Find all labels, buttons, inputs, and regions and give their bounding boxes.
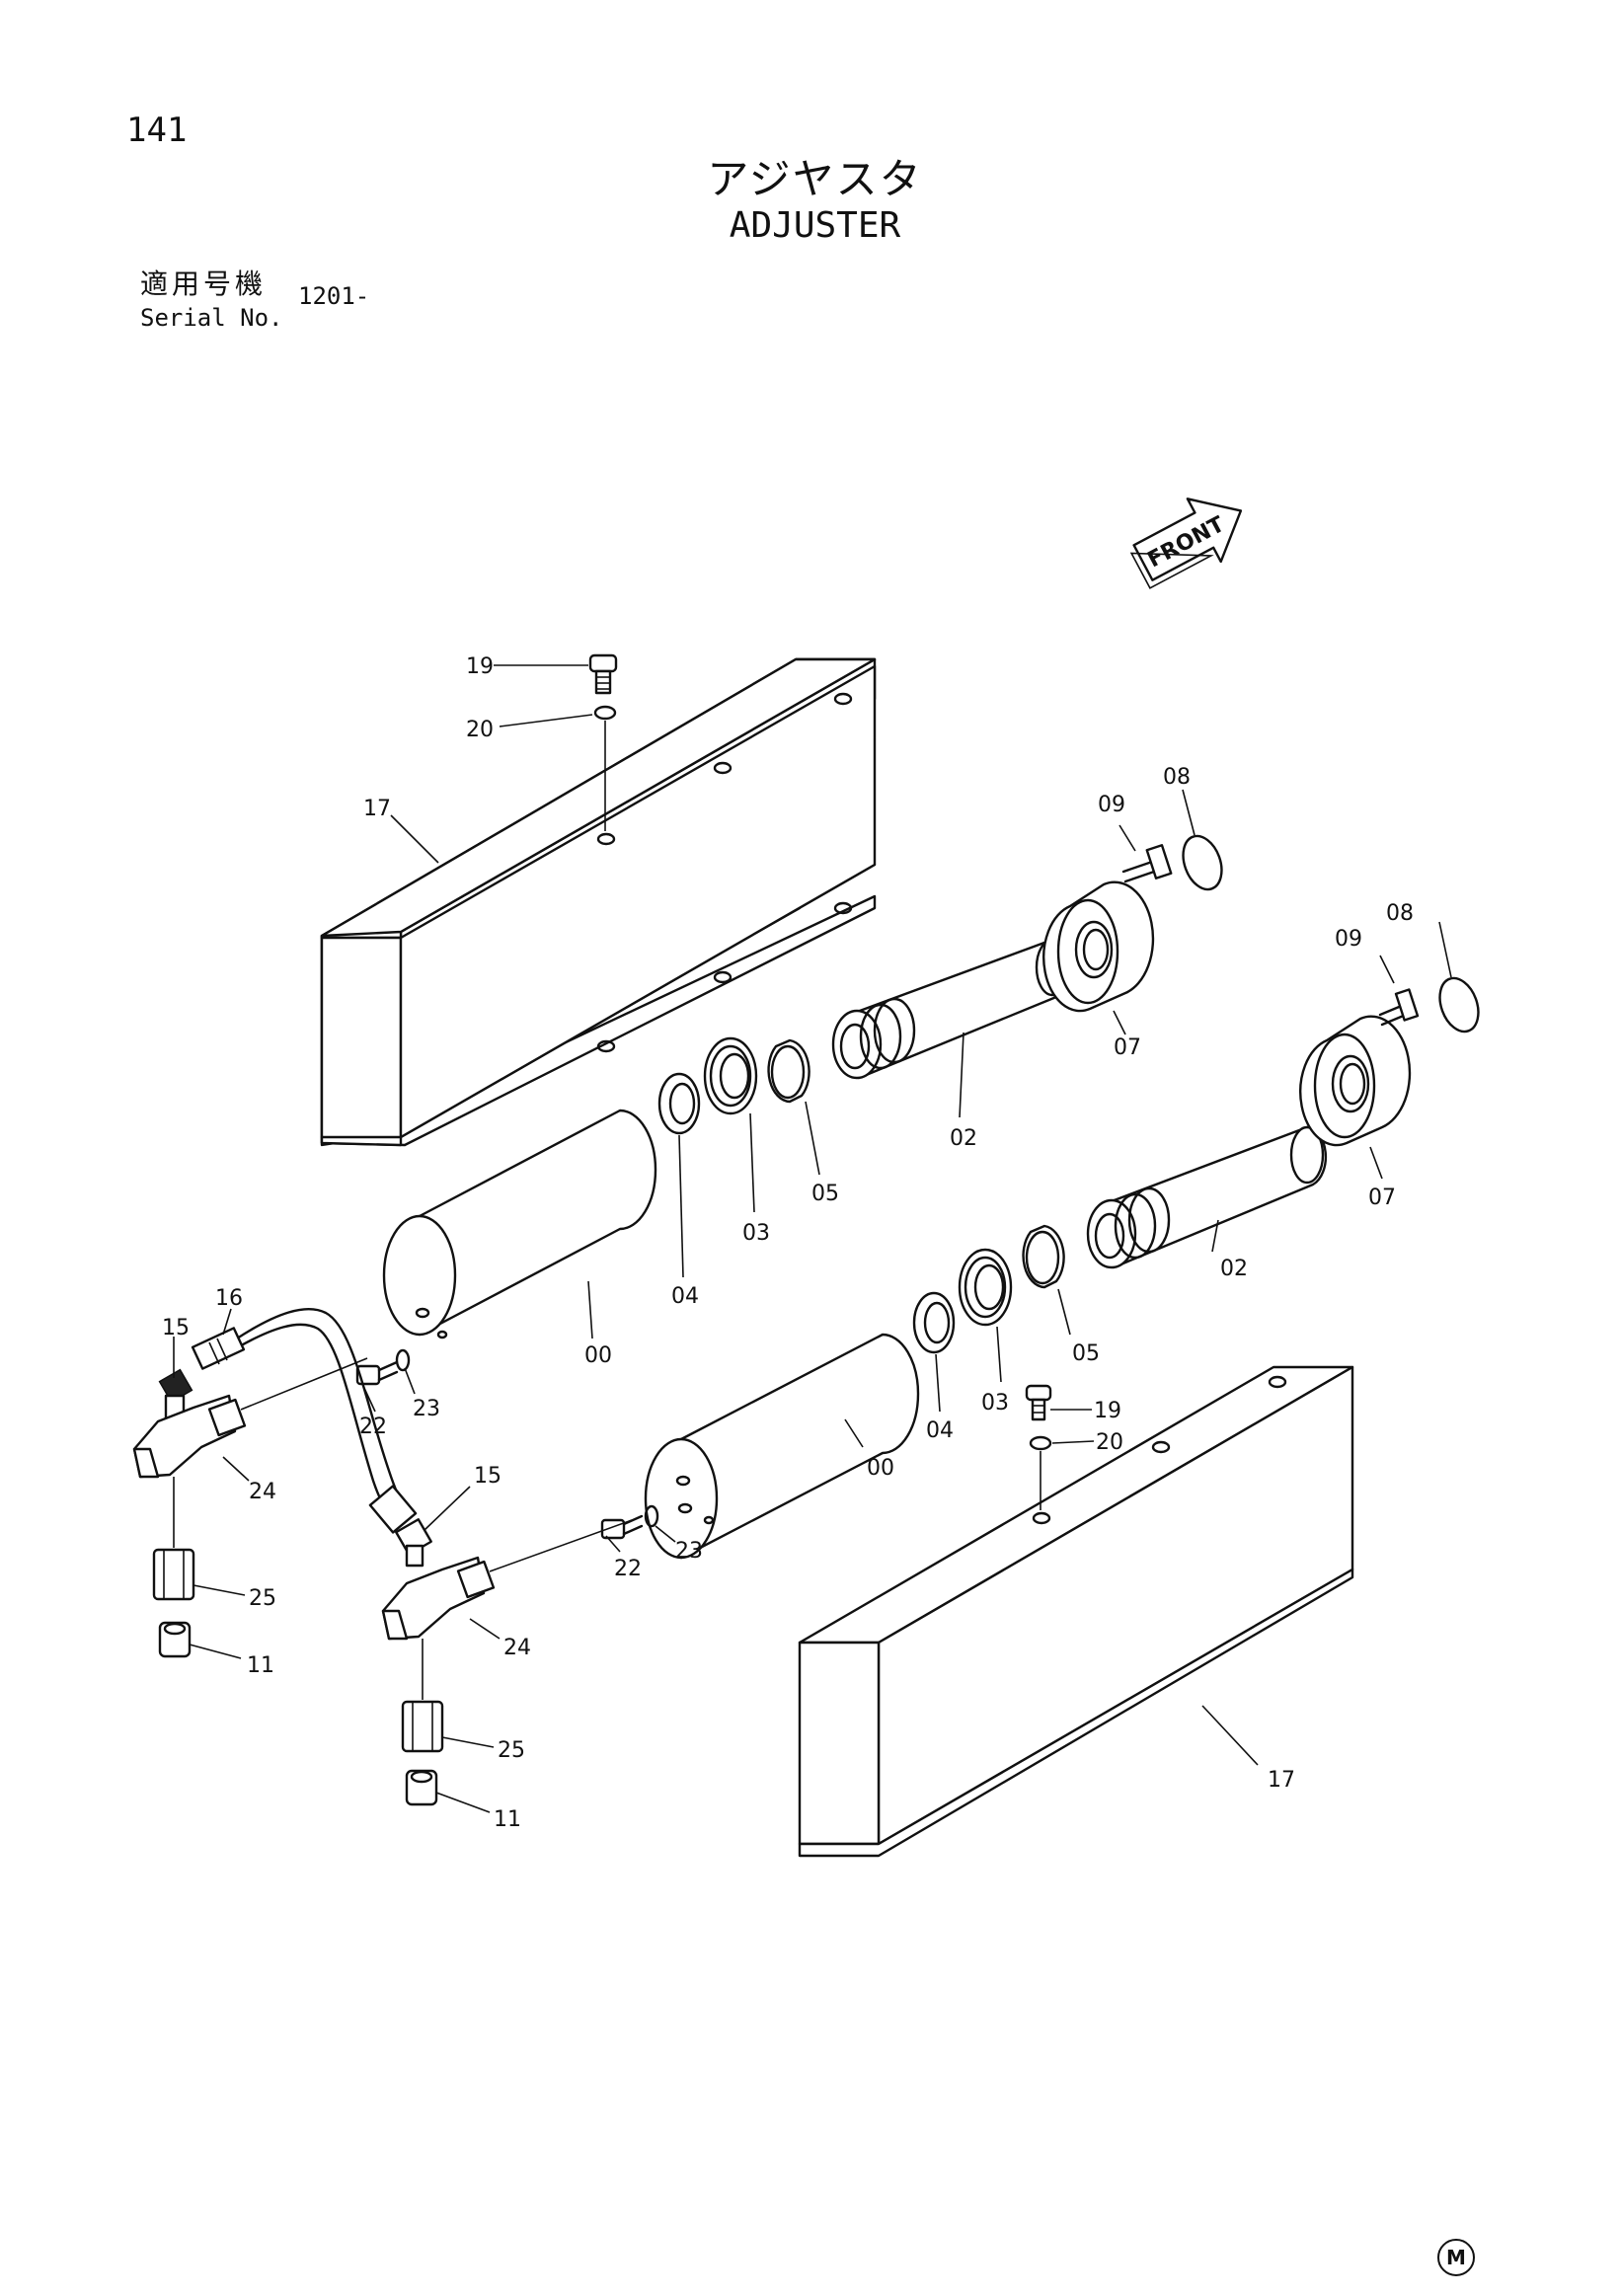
callout-24: 24 (503, 1636, 531, 1660)
upper-channel-bracket (320, 657, 877, 1147)
callout-05: 05 (811, 1182, 839, 1206)
upper-bolt-19 (588, 653, 618, 831)
front-arrow: FRONT (1129, 497, 1243, 589)
callout-17: 17 (363, 797, 391, 821)
title-english: ADJUSTER (729, 205, 901, 246)
callout-04: 04 (926, 1418, 954, 1443)
callout-00: 00 (584, 1343, 612, 1368)
lower-plug-11 (405, 1769, 438, 1806)
upper-packing-03 (703, 1036, 758, 1115)
hose-16 (191, 1308, 418, 1534)
lower-nut-25 (401, 1639, 444, 1753)
callout-08: 08 (1163, 765, 1191, 790)
lower-elbow-15 (395, 1518, 432, 1568)
callout-25: 25 (249, 1586, 276, 1611)
title-japanese: アジヤスタ (707, 155, 923, 203)
upper-bolt-22 (355, 1348, 411, 1386)
callout-17: 17 (1268, 1768, 1295, 1793)
callout-11: 11 (247, 1653, 274, 1678)
callout-16: 16 (215, 1286, 243, 1311)
upper-cylinder-00 (382, 1109, 657, 1339)
callout-02: 02 (950, 1126, 977, 1151)
upper-plug-11 (158, 1621, 192, 1658)
lower-flange-07 (1299, 1015, 1412, 1147)
callout-22: 22 (614, 1557, 642, 1581)
callout-03: 03 (742, 1221, 770, 1246)
leader-lines (173, 664, 1452, 1813)
serial-value: 1201- (298, 282, 370, 310)
lower-seal-04 (912, 1291, 956, 1354)
lower-bolt-19 (1025, 1384, 1052, 1510)
upper-ring-05 (767, 1038, 810, 1104)
callout-07: 07 (1114, 1035, 1141, 1060)
upper-flange-07 (1042, 880, 1155, 1013)
lower-oring-08 (1438, 976, 1480, 1033)
callout-20: 20 (1096, 1430, 1123, 1455)
callout-20: 20 (466, 718, 494, 742)
callout-09: 09 (1335, 927, 1362, 952)
lower-cylinder-00 (644, 1333, 920, 1560)
callout-24: 24 (249, 1480, 276, 1504)
lower-bolt-22 (600, 1504, 659, 1540)
upper-oring-08 (1182, 834, 1223, 891)
callout-02: 02 (1220, 1257, 1248, 1281)
lower-rod-02 (1086, 1125, 1328, 1269)
callout-15: 15 (162, 1316, 190, 1340)
callout-labels: 19 20 17 09 08 07 02 05 03 04 00 09 08 0… (162, 654, 1414, 1832)
callout-03: 03 (981, 1391, 1009, 1416)
upper-seal-04 (657, 1072, 701, 1135)
lower-bolt-09 (1378, 988, 1420, 1027)
serial-label-japanese: 適用号機 (140, 268, 268, 300)
lower-ring-05 (1022, 1224, 1065, 1289)
callout-00: 00 (867, 1456, 894, 1481)
callout-22: 22 (359, 1415, 387, 1439)
lower-fitting-24 (381, 1519, 633, 1641)
serial-label-english: Serial No. (140, 304, 283, 332)
lower-packing-03 (958, 1248, 1013, 1327)
callout-11: 11 (494, 1807, 521, 1832)
callout-23: 23 (413, 1397, 440, 1421)
callout-07: 07 (1368, 1186, 1396, 1210)
upper-nut-25 (152, 1477, 195, 1601)
lower-channel-bracket (798, 1365, 1354, 1858)
upper-rod-02 (831, 938, 1071, 1080)
page-number: 141 (126, 111, 188, 150)
upper-bolt-09 (1121, 844, 1173, 883)
upper-fitting-24 (132, 1357, 368, 1479)
callout-25: 25 (498, 1738, 525, 1763)
callout-09: 09 (1098, 793, 1125, 817)
callout-15: 15 (474, 1464, 501, 1489)
callout-19: 19 (466, 654, 494, 679)
callout-19: 19 (1094, 1399, 1121, 1423)
corner-mark: M (1437, 2239, 1475, 2276)
callout-04: 04 (671, 1284, 699, 1309)
callout-23: 23 (675, 1539, 703, 1564)
callout-05: 05 (1072, 1341, 1100, 1366)
callout-08: 08 (1386, 901, 1414, 926)
